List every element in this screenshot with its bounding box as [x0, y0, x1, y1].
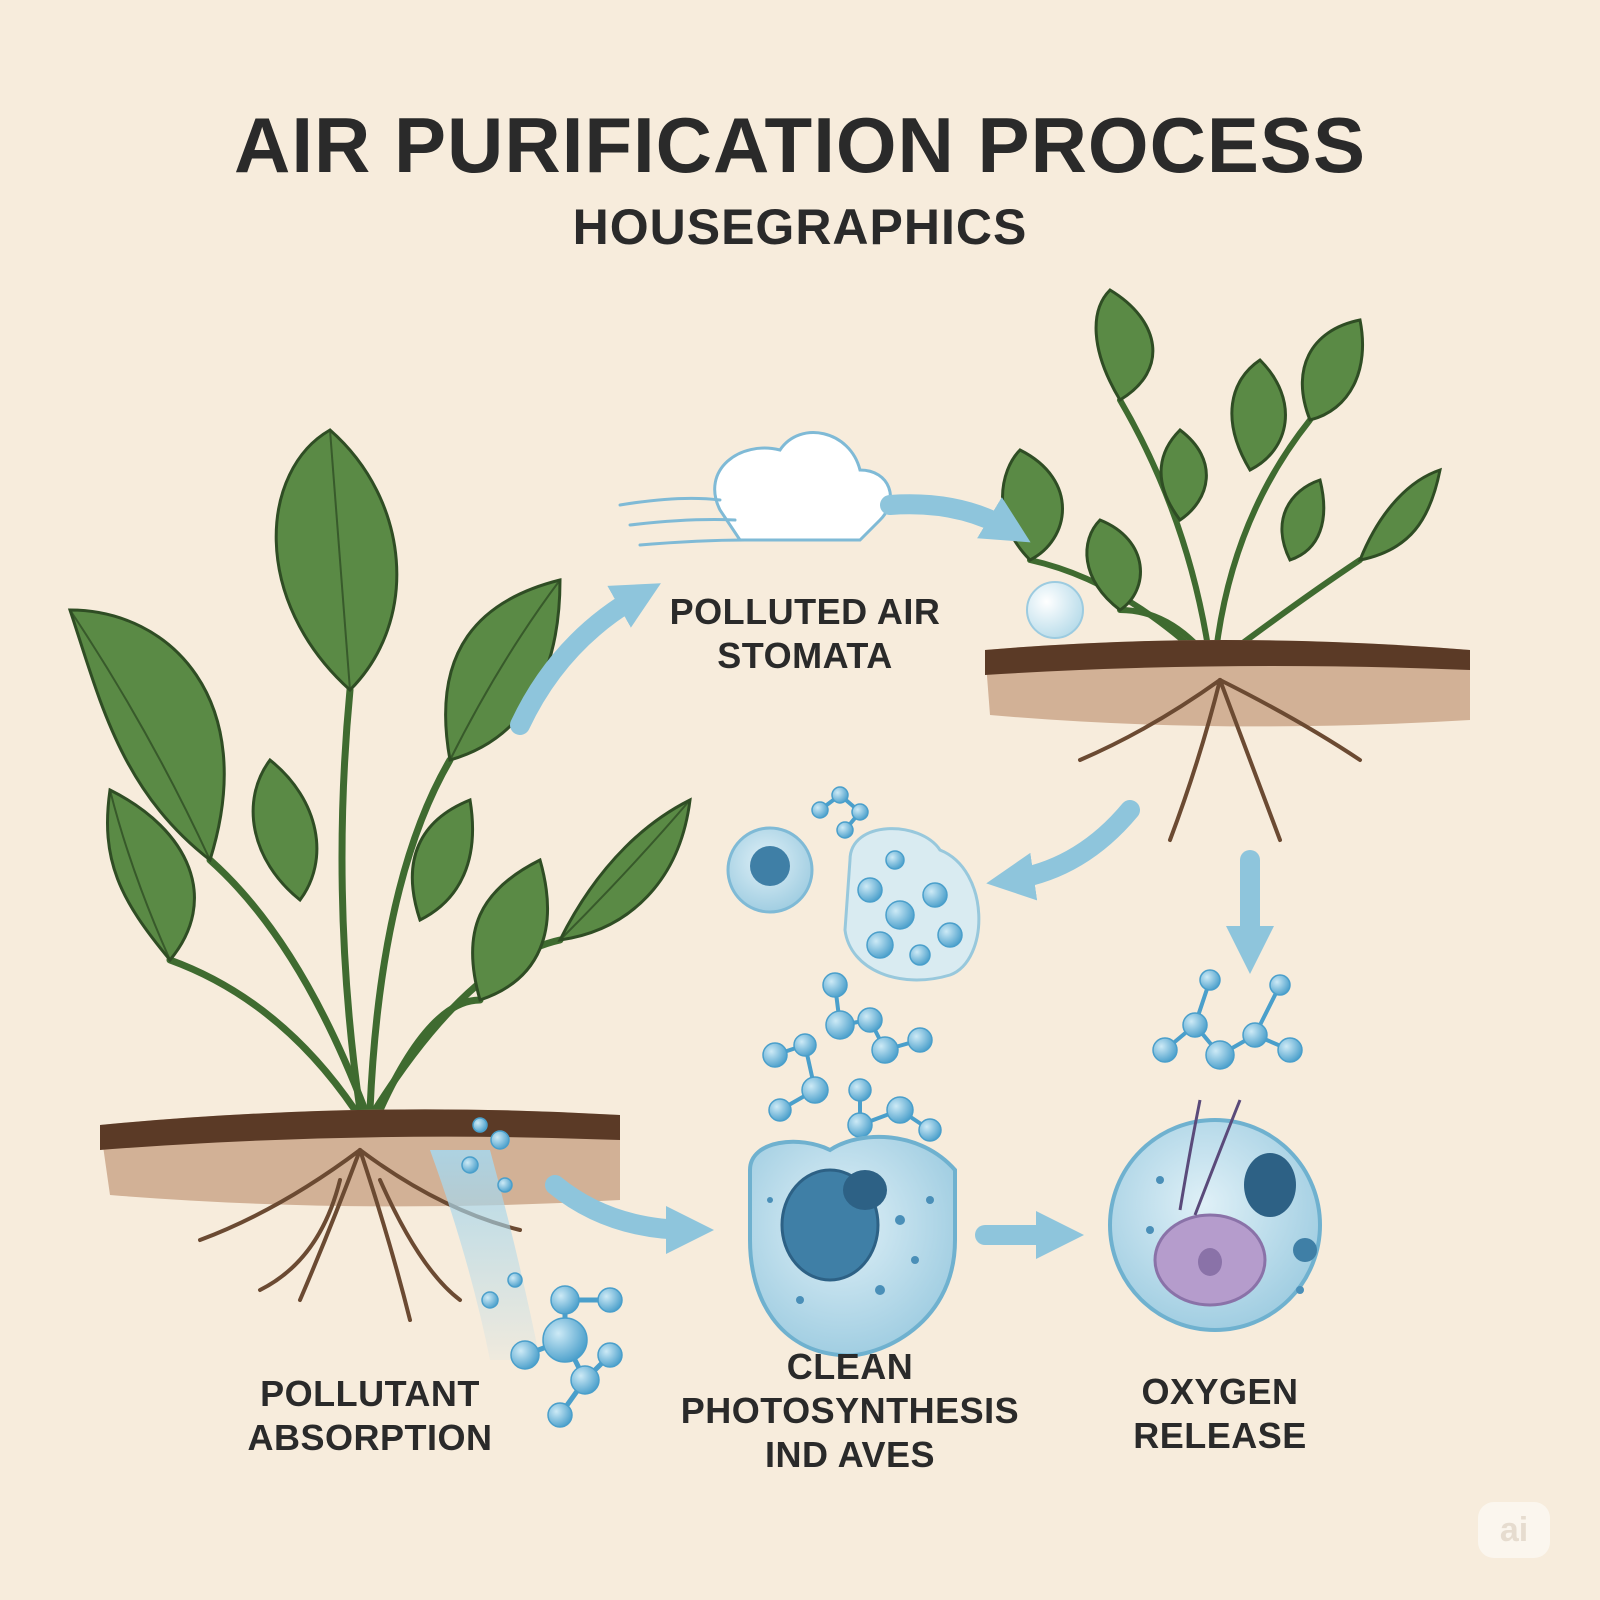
- ai-badge: ai: [1478, 1502, 1550, 1558]
- label-clean-photosynthesis: CLEAN PHOTOSYNTHESIS IND AVES: [680, 1346, 1020, 1475]
- page-title: AIR PURIFICATION PROCESS: [234, 101, 1366, 189]
- center-cell: [748, 1134, 957, 1358]
- molecule-group-left: [461, 1117, 623, 1428]
- arrow-to-bubble-cell: [986, 800, 1140, 901]
- label-pollutant-absorption: POLLUTANT ABSORPTION: [247, 1373, 493, 1458]
- arrow-to-stomata: [510, 583, 661, 735]
- label-oxygen-release: OXYGEN RELEASE: [1133, 1371, 1307, 1456]
- right-cell: [1108, 1099, 1322, 1332]
- arrow-to-center-cell: [545, 1175, 715, 1254]
- label-polluted-air: POLLUTED AIR STOMATA: [669, 591, 941, 676]
- polluted-air-cloud: [618, 431, 892, 547]
- pollutant-stream: [430, 1150, 540, 1360]
- page-subtitle: HOUSEGRAPHICS: [572, 199, 1028, 255]
- left-soil-bed: [100, 1109, 620, 1322]
- right-soil-bed: [985, 640, 1470, 842]
- molecule-group-right: [1152, 969, 1303, 1070]
- molecule-group-center: [762, 786, 942, 1142]
- left-plant-illustration: [67, 428, 692, 1114]
- bubble-cluster: [843, 827, 981, 982]
- flow-arrows: [510, 494, 1275, 1260]
- air-bubble: [1026, 581, 1084, 639]
- arrow-to-right-plant: [880, 494, 1031, 543]
- small-cell: [726, 826, 814, 914]
